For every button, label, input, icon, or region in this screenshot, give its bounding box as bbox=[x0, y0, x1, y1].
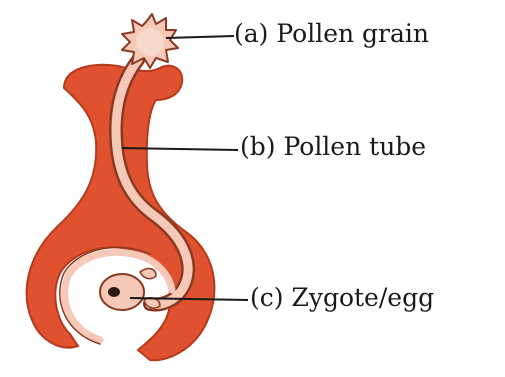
label-zygote-egg: (c) Zygote/egg bbox=[250, 285, 434, 310]
synergid-cells bbox=[140, 269, 156, 279]
pollen-grain-core bbox=[136, 28, 164, 56]
label-pollen-tube: (b) Pollen tube bbox=[240, 134, 426, 159]
zygote-nucleus bbox=[108, 287, 120, 297]
label-pollen-grain: (a) Pollen grain bbox=[234, 21, 429, 46]
leader-line-a bbox=[166, 36, 234, 38]
zygote-egg bbox=[100, 274, 144, 310]
